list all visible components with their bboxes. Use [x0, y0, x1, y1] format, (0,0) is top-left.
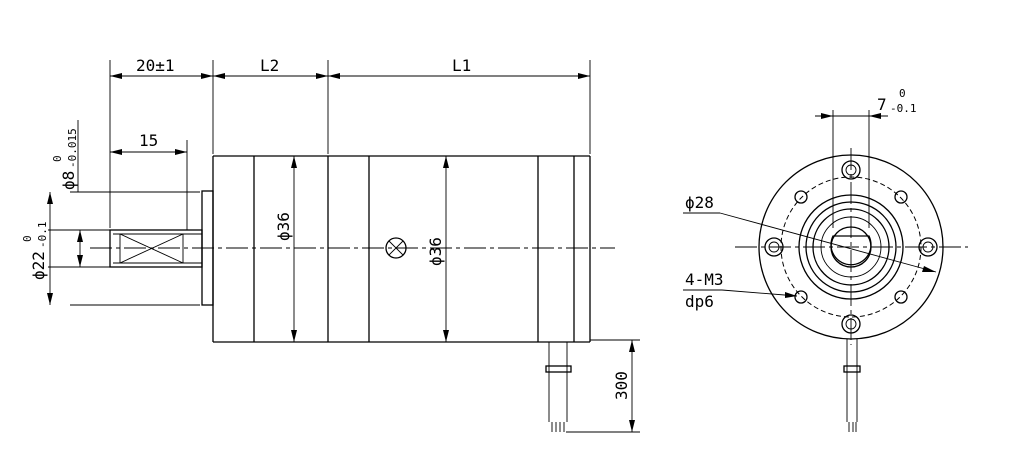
front-view: 7 0 -0.1 ϕ28 4-M3 dp6	[683, 87, 968, 432]
dim-l1: L1	[452, 56, 471, 75]
dim-lead-length: 300	[612, 371, 631, 400]
dim-l2: L2	[260, 56, 279, 75]
gearbox-body	[212, 155, 591, 343]
svg-text:0: 0	[51, 155, 64, 162]
lead-length-dimension	[566, 339, 640, 433]
svg-text:ϕ8: ϕ8	[59, 171, 78, 190]
svg-text:0: 0	[21, 235, 34, 242]
dim-pilot-diameter: ϕ22 0 -0.1	[21, 222, 49, 281]
keyway-dimension	[110, 140, 188, 230]
thread-leader	[683, 289, 798, 298]
dim-keyway-length: 15	[139, 131, 158, 150]
output-shaft	[109, 229, 203, 268]
dim-shaft-diameter: ϕ8 0 -0.015	[51, 128, 79, 190]
bolt-circle-leader	[683, 212, 937, 273]
dim-flat-width-lower: -0.1	[890, 102, 917, 115]
m3-threaded-holes	[794, 190, 908, 304]
rotation-mark	[385, 237, 407, 259]
svg-text:-0.015: -0.015	[66, 128, 79, 168]
side-view: 20±1 L2 L1 15 ϕ8 0 -0.015	[21, 56, 640, 433]
pilot-diameter-dimension	[47, 192, 53, 305]
dim-bolt-circle: ϕ28	[685, 193, 714, 212]
gearbox-diameter-dimension	[291, 156, 297, 342]
front-lead-wires	[843, 339, 861, 432]
shaft-diameter-dimension	[48, 120, 200, 306]
dim-flat-width: 7	[877, 95, 887, 114]
dim-motor-diameter: ϕ36	[426, 237, 445, 266]
top-dimension-chain	[109, 60, 591, 228]
flat-width-dimension	[815, 110, 888, 228]
lead-wires	[545, 342, 572, 432]
dim-flat-width-upper: 0	[899, 87, 906, 100]
svg-text:ϕ22: ϕ22	[29, 251, 48, 280]
dim-shaft-extension: 20±1	[136, 56, 175, 75]
motor-diameter-dimension	[443, 156, 449, 342]
mount-holes	[764, 160, 938, 334]
dim-thread: 4-M3	[685, 270, 724, 289]
svg-text:-0.1: -0.1	[36, 222, 49, 249]
dim-thread-depth: dp6	[685, 292, 714, 311]
dim-gearbox-diameter: ϕ36	[274, 212, 293, 241]
